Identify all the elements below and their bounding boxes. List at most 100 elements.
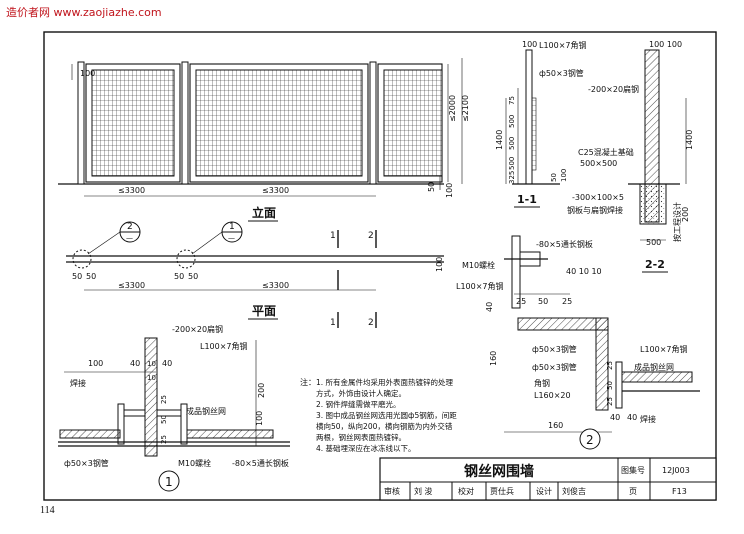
- d1-pipe: ф50×3钢管: [64, 458, 109, 468]
- d2-mesh: 成品钢丝网: [634, 362, 674, 372]
- d1-d50: 50: [160, 415, 168, 424]
- check-label: 校对: [458, 486, 474, 496]
- note-line-6: 两根，钢丝网表面热镀锌。: [316, 432, 406, 442]
- plan-section-2-top: 2: [368, 231, 374, 241]
- title-block: [379, 457, 717, 501]
- note-line-2: 方式，外饰由设计人确定。: [316, 388, 406, 398]
- d2-angle: L100×7角钢: [456, 281, 504, 291]
- d2-d25a: 25: [516, 297, 526, 306]
- plan-dim-a: 50: [72, 272, 82, 281]
- s11-d325: 325: [508, 171, 516, 184]
- d1-d200: 200: [257, 383, 266, 398]
- s22-d200: 200: [681, 207, 690, 222]
- d1-strip: -80×5通长钢板: [232, 458, 289, 468]
- d1-d40b: 40: [162, 359, 172, 368]
- elevation-dim-base: 50: [427, 182, 436, 192]
- plan-detail-1-label: 1: [229, 222, 235, 232]
- s11-d500a: 500: [508, 115, 516, 128]
- s22-dims-top: 100 100: [649, 40, 682, 49]
- note-line-5: 横向50，纵向200，横向钢筋为内外交错: [316, 421, 453, 431]
- elevation-dim-h2: ≤2100: [461, 95, 470, 122]
- s11-title: 1-1: [517, 193, 537, 206]
- detail-1-view: [58, 337, 290, 492]
- d2-d160a: 160: [489, 351, 498, 366]
- s22-d1400: 1400: [685, 130, 694, 150]
- s11-d100: 100: [560, 169, 568, 182]
- review-label: 审核: [384, 486, 400, 496]
- d1-d25b: 25: [160, 435, 168, 444]
- reviewer-name: 刘 浚: [414, 486, 433, 496]
- plan-dim-right: 100: [435, 257, 444, 272]
- elevation-dim-h1: ≤2000: [448, 95, 457, 122]
- s22-design: 按工程设计: [672, 202, 682, 242]
- plan-section-1-top: 1: [330, 231, 336, 241]
- elevation-dim-span2: ≤3300: [262, 186, 289, 195]
- d2-d50b: 50: [606, 381, 614, 390]
- d2-angle3: L100×7角钢: [640, 344, 688, 354]
- note-line-3: 2. 钢件焊缝需做平磨光。: [316, 399, 401, 409]
- d1-weld: 焊接: [70, 378, 86, 388]
- s11-d500c: 500: [508, 157, 516, 170]
- s22-concrete: C25混凝土基础: [578, 147, 634, 157]
- plan-detail-sheet-a: —: [126, 234, 133, 242]
- d1-d40: 40: [130, 359, 140, 368]
- s11-d500b: 500: [508, 137, 516, 150]
- s11-d75: 75: [508, 96, 516, 105]
- s22-d500: 500: [646, 238, 661, 247]
- elevation-dim-span1: ≤3300: [118, 186, 145, 195]
- d2-d50a: 50: [538, 297, 548, 306]
- s11-d50: 50: [550, 173, 558, 182]
- note-line-1: 1. 所有金属件均采用外表面热镀锌的处理: [316, 377, 454, 387]
- d2-d25b: 25: [562, 297, 572, 306]
- elevation-view: [58, 58, 463, 197]
- s22-weld: 钢板与扁钢焊接: [567, 205, 623, 215]
- d2-num: 2: [586, 433, 594, 447]
- d2-weld: 焊接: [640, 414, 656, 424]
- d1-flat: -200×20扁钢: [172, 324, 223, 334]
- d2-d160b: 160: [548, 421, 563, 430]
- checker-name: 贾仕兵: [490, 486, 514, 496]
- s11-d1400: 1400: [495, 130, 504, 150]
- atlas-number: 12J003: [662, 466, 690, 475]
- d1-mesh: 成品钢丝网: [186, 406, 226, 416]
- drawing-name: 钢丝网围墙: [464, 463, 534, 480]
- plan-view: [66, 221, 444, 328]
- plan-section-1-bottom: 1: [330, 318, 336, 328]
- section-1-1-view: [505, 49, 560, 185]
- s11-pipe: ф50×3钢管: [539, 68, 584, 78]
- plan-detail-2-label: 2: [127, 222, 133, 232]
- plan-title: 平面: [252, 304, 276, 318]
- section-2-2-view: [628, 49, 687, 241]
- plan-dim-span2: ≤3300: [262, 281, 289, 290]
- page-number: 114: [40, 505, 55, 516]
- d2-d25c: 25: [606, 361, 614, 370]
- s22-plate: -300×100×5: [572, 193, 624, 202]
- d1-d100b: 100: [255, 411, 264, 426]
- watermark: 造价者网 www.zaojiazhe.com: [6, 6, 162, 19]
- elevation-title: 立面: [252, 205, 276, 220]
- s11-angle: L100×7角钢: [539, 40, 587, 50]
- plan-dim-b: 50: [86, 272, 96, 281]
- d2-d25d: 25: [606, 397, 614, 406]
- elevation-dim-base2: 100: [445, 183, 454, 198]
- d1-num: 1: [165, 475, 173, 489]
- design-label: 设计: [536, 486, 552, 496]
- d2-pipe1: ф50×3钢管: [532, 344, 577, 354]
- d1-d10b: 10: [147, 374, 156, 382]
- d2-dims-top: 40 10 10: [566, 267, 602, 276]
- plan-section-2-bottom: 2: [368, 318, 374, 328]
- notes-head: 注：: [300, 377, 316, 387]
- note-line-7: 4. 基础埋深应在冰冻线以下。: [316, 443, 416, 453]
- s11-dim-top: 100: [522, 40, 537, 49]
- atlas-label: 图集号: [621, 465, 645, 475]
- d2-strip: -80×5通长钢板: [536, 239, 593, 249]
- d2-d40c: 40: [627, 413, 637, 422]
- d2-angle-size: L160×20: [534, 391, 571, 400]
- plan-dim-d: 50: [188, 272, 198, 281]
- s22-concrete-size: 500×500: [580, 159, 617, 168]
- d2-d40b: 40: [610, 413, 620, 422]
- elevation-dim-top: 100: [80, 69, 95, 78]
- d1-bolt: M10螺栓: [178, 458, 211, 468]
- d2-bolt: M10螺栓: [462, 260, 495, 270]
